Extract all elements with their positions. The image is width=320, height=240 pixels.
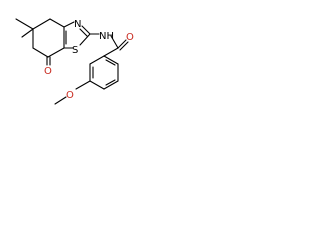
bond-methyl-1 [15, 18, 34, 30]
bond-benzene-1 [89, 55, 105, 65]
amide-oxygen-label: O [126, 32, 134, 43]
bond-ring6-d [47, 47, 65, 58]
bond-amide-co-b [119, 41, 129, 51]
bond-benzene-inner-2 [105, 79, 116, 86]
bond-nh-carbonyl [110, 35, 119, 49]
bond-ether-methyl [54, 96, 67, 105]
bond-benzene-6 [103, 55, 119, 65]
bond-thiazole-n-c2-a [81, 25, 91, 35]
bond-benzene-inner-3 [105, 59, 116, 66]
bond-carbonyl-aryl [103, 47, 119, 57]
bond-benzene-4 [103, 80, 119, 90]
ring-sulfur-label: S [72, 45, 78, 56]
bond-ring6-e [32, 47, 49, 58]
bond-amide-co-a [117, 39, 127, 49]
ether-oxygen-label: O [66, 90, 74, 101]
ring-nitrogen-label: N [74, 19, 81, 30]
bond-methyl-2 [21, 28, 34, 38]
bond-ring6-a [32, 18, 51, 30]
molecule-structure: N S NH O O O [15, 18, 134, 105]
bond-ring6-b [49, 18, 65, 28]
bond-thiazole-c-n [63, 21, 75, 28]
bond-aryl-ether [75, 80, 91, 90]
ketone-oxygen-label: O [44, 66, 52, 77]
bond-benzene-3 [89, 80, 105, 90]
bond-thiazole-c2-s [79, 33, 91, 46]
bond-thiazole-n-c2-b [79, 28, 88, 37]
amide-nh-label: NH [99, 31, 114, 42]
